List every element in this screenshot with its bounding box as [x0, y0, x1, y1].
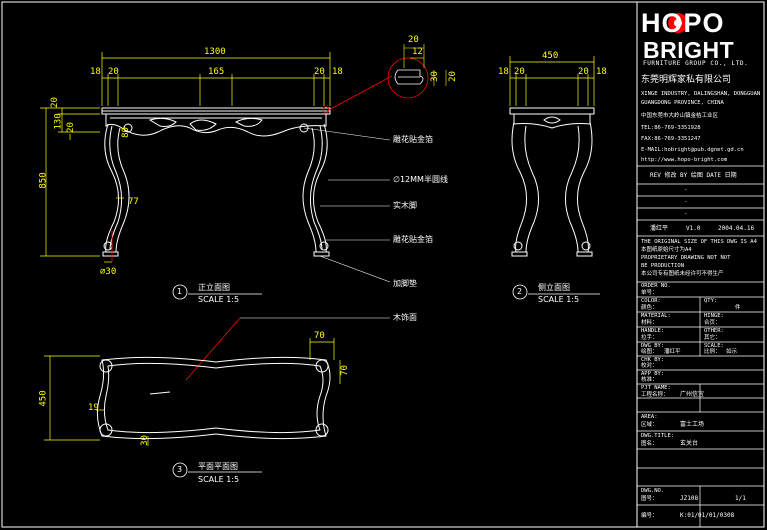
plan-dimension-lines — [44, 338, 341, 446]
red-leader-lines — [111, 57, 429, 381]
front-elevation — [101, 107, 331, 257]
edge-profile-detail — [394, 69, 424, 85]
front-dimension-lines — [40, 52, 331, 263]
logo-dot-inner — [674, 19, 682, 27]
side-elevation — [509, 107, 595, 257]
title-block-grid — [637, 165, 764, 527]
view-title-markers — [172, 284, 600, 478]
plan-view — [96, 356, 331, 440]
front-callout-leaders — [303, 127, 391, 283]
side-dimension-lines — [509, 56, 595, 106]
detail-dimension-lines — [403, 44, 447, 86]
